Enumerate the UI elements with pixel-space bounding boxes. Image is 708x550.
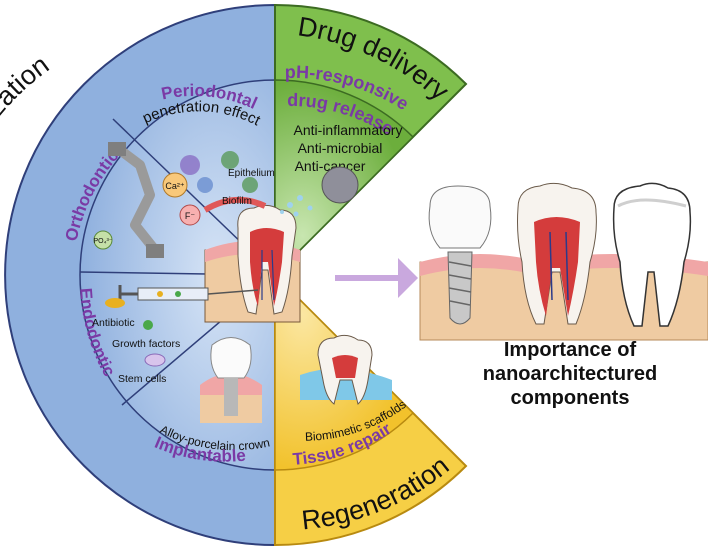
fluoride-ion-label: F⁻ — [185, 211, 195, 221]
nanocarrier-sphere-icon — [321, 166, 359, 204]
growth-factor-icon — [143, 320, 153, 330]
fluoride-ion-icon — [179, 204, 201, 226]
release-droplets-icon — [280, 195, 313, 217]
healthy-tooth-icon — [517, 182, 597, 325]
calcium-ion-label: Ca²⁺ — [165, 181, 185, 191]
anti-inflammatory-label: Anti-inflammatory — [294, 122, 403, 138]
antibiotic-capsule-icon — [105, 298, 125, 308]
calcium-ion-icon — [162, 172, 188, 198]
teeth-comparison-illustration — [419, 182, 708, 341]
stem-cells-label: Stem cells — [118, 373, 166, 385]
brace-chain-icon — [108, 142, 164, 258]
phosphate-ion-icon — [93, 230, 113, 250]
anti-microbial-label: Anti-microbial — [298, 140, 383, 156]
biofilm-tag: Biofilm — [222, 196, 252, 207]
epithelium-arc-icon — [203, 196, 267, 213]
importance-caption: Importance of nanoarchitectured componen… — [420, 338, 708, 410]
epithelium-tag: Epithelium — [228, 168, 275, 179]
caption-line-3: components — [510, 387, 630, 409]
crown-tooth-icon — [612, 182, 692, 327]
caption-line-1: Importance of — [503, 339, 637, 361]
stem-cell-icon — [144, 353, 166, 367]
phosphate-ion-label: PO₄³⁻ — [94, 238, 113, 245]
flow-arrow — [335, 258, 418, 298]
scaffold-tooth-icon — [300, 334, 392, 405]
central-tooth-illustration — [204, 204, 301, 323]
antibiotic-label: Antibiotic — [92, 317, 135, 329]
nanoparticle-cluster-icon — [169, 151, 258, 196]
implant-crown-icon — [200, 337, 262, 423]
caption-line-2: nanoarchitectured — [482, 363, 658, 385]
growth-factors-label: Growth factors — [112, 338, 180, 350]
dental-implant-icon — [428, 185, 492, 325]
syringe-icon — [118, 285, 259, 303]
